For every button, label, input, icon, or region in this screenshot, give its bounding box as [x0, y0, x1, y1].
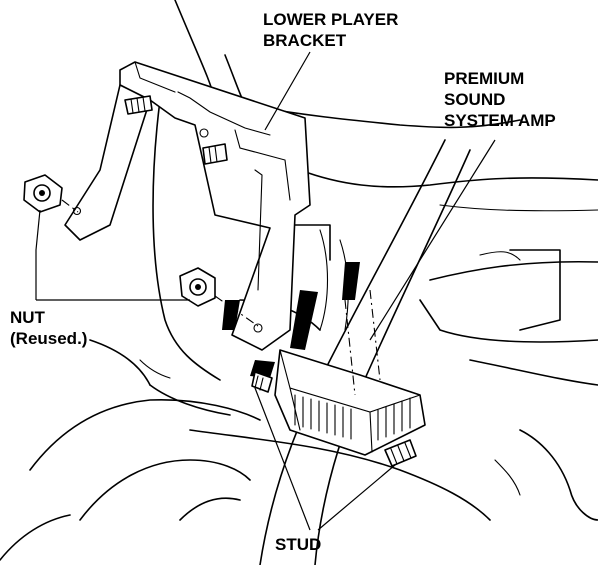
- label-stud: STUD: [275, 534, 321, 555]
- label-amp-line1: PREMIUM: [444, 69, 525, 88]
- label-premium-sound-system-amp: PREMIUM SOUND SYSTEM AMP: [444, 68, 556, 131]
- label-nut-line2: (Reused.): [10, 329, 88, 348]
- leader-lines: [35, 51, 496, 531]
- bracket-studs: [124, 95, 228, 165]
- middle-stud: [202, 143, 228, 165]
- nut-lower: [179, 267, 259, 327]
- amp-studs: [251, 371, 417, 467]
- dashboard-outline: [174, 0, 598, 521]
- nut-upper: [23, 174, 79, 213]
- label-lower-player-bracket-line2: BRACKET: [263, 31, 347, 50]
- left-amp-stud: [251, 371, 273, 393]
- label-amp-line2: SOUND: [444, 90, 506, 109]
- amp-leader: [369, 139, 496, 341]
- premium-sound-system-amp: [274, 289, 426, 456]
- nut-leader-lower: [35, 250, 190, 301]
- bracket-leader: [264, 51, 311, 131]
- nut-leader-upper: [35, 209, 41, 251]
- upper-stud: [124, 95, 153, 115]
- label-nut-line1: NUT: [10, 308, 45, 327]
- label-lower-player-bracket-line1: LOWER PLAYER: [263, 10, 399, 29]
- label-lower-player-bracket: LOWER PLAYER BRACKET: [263, 9, 398, 51]
- label-stud-text: STUD: [275, 535, 322, 554]
- label-nut: NUT (Reused.): [10, 307, 87, 349]
- lower-player-bracket: [64, 61, 311, 351]
- stud-leader-left: [254, 387, 311, 531]
- stud-leader-right: [317, 464, 396, 531]
- label-amp-line3: SYSTEM AMP: [444, 111, 556, 130]
- right-amp-stud: [384, 439, 417, 467]
